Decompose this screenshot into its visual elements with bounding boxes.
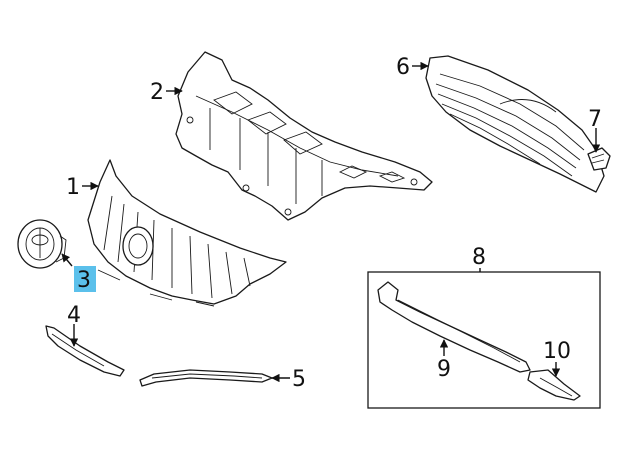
callout-8[interactable]: 8 (472, 245, 486, 270)
molding-part[interactable] (45, 325, 125, 377)
callout-3[interactable]: 3 (77, 268, 91, 293)
trim-strip-part[interactable] (139, 369, 273, 387)
callout-6[interactable]: 6 (396, 55, 410, 80)
callout-10[interactable]: 10 (543, 339, 571, 364)
callout-4[interactable]: 4 (67, 303, 81, 328)
lower-grille-part[interactable] (425, 55, 605, 193)
upper-grille-part[interactable] (87, 159, 287, 307)
callout-9[interactable]: 9 (437, 357, 451, 382)
callout-1[interactable]: 1 (66, 175, 80, 200)
callout-7[interactable]: 7 (588, 107, 602, 132)
radiator-support-part[interactable] (175, 51, 433, 221)
leader-3 (61, 253, 73, 267)
end-piece-part[interactable] (527, 369, 581, 401)
emblem-part[interactable] (17, 219, 67, 269)
sub-assembly-box (367, 271, 601, 409)
callout-2[interactable]: 2 (150, 80, 164, 105)
callout-3-highlight (74, 266, 96, 292)
rail-part[interactable] (377, 281, 531, 373)
callout-5[interactable]: 5 (292, 367, 306, 392)
